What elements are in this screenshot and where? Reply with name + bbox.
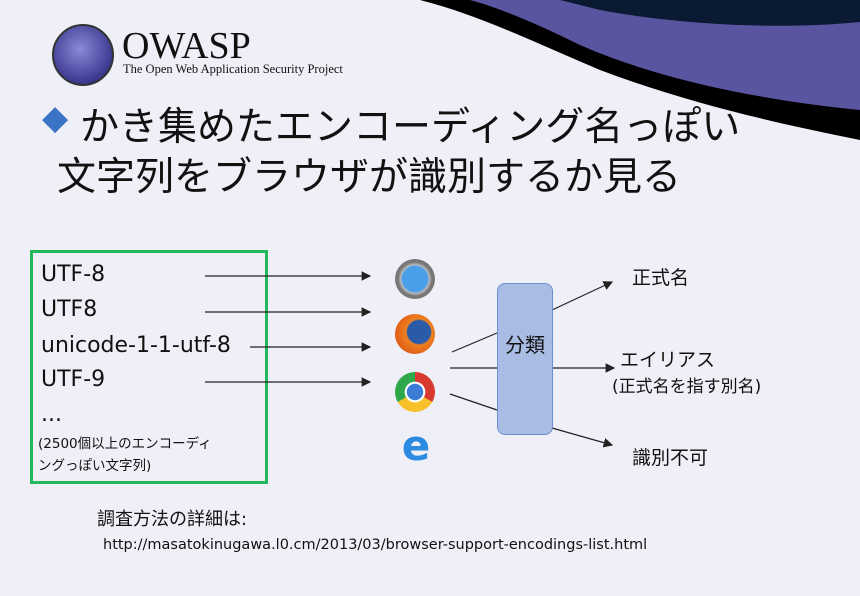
connector [449, 393, 498, 411]
logo-name: OWASP [122, 25, 251, 67]
input-item: UTF-9 [41, 367, 106, 392]
owasp-logo-icon [52, 24, 114, 86]
title-line1: かき集めたエンコーディング名っぽい [80, 105, 741, 150]
connector [451, 332, 498, 353]
input-strings-box [30, 250, 268, 484]
arrow [551, 281, 614, 311]
bullet-diamond-icon: ◆ [42, 98, 69, 138]
output-unknown: 識別不可 [632, 447, 709, 469]
internet-explorer-icon: e [401, 421, 431, 470]
arrow [551, 427, 614, 448]
details-url-link[interactable]: http://masatokinugawa.l0.cm/2013/03/brow… [103, 537, 648, 553]
classifier-box [497, 283, 553, 435]
title-line2: 文字列をブラウザが識別するか見る [57, 155, 682, 200]
input-item: UTF8 [41, 297, 98, 322]
output-alias: エイリアス [620, 349, 716, 371]
input-note: ングっぽい文字列) [38, 458, 152, 474]
chrome-icon [395, 372, 435, 412]
logo-subtitle: The Open Web Application Security Projec… [123, 62, 343, 76]
input-note: (2500個以上のエンコーディ [38, 436, 212, 452]
input-item: UTF-8 [41, 262, 106, 287]
input-item: ... [41, 402, 62, 427]
output-official-name: 正式名 [632, 267, 690, 289]
details-label: 調査方法の詳細は: [97, 509, 248, 530]
output-alias-note: (正式名を指す別名) [612, 377, 762, 397]
safari-icon [395, 259, 435, 299]
classifier-label: 分類 [505, 333, 545, 357]
firefox-icon [395, 314, 435, 354]
input-item: unicode-1-1-utf-8 [41, 333, 231, 358]
